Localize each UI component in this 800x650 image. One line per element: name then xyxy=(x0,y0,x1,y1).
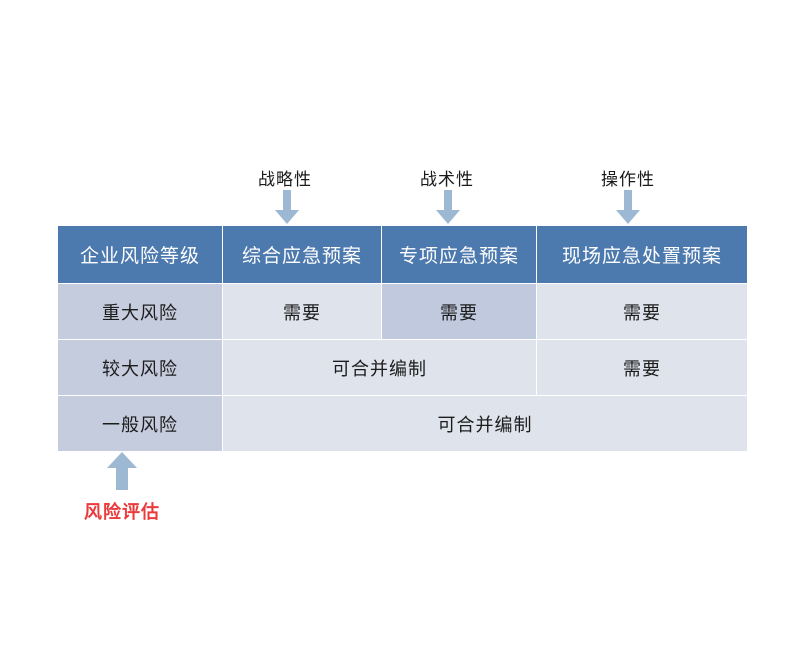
arrow-down-icon-strategic xyxy=(275,190,299,224)
row-header-general-risk: 一般风险 xyxy=(57,395,223,452)
annotation-label-operational: 操作性 xyxy=(601,170,655,190)
table-row: 重大风险 需要 需要 需要 xyxy=(57,283,748,340)
annotation-label-risk-assessment: 风险评估 xyxy=(84,502,160,523)
table-row: 较大风险 可合并编制 需要 xyxy=(57,339,748,396)
cell-major-onsite: 需要 xyxy=(536,283,748,340)
risk-plan-matrix: 企业风险等级 综合应急预案 专项应急预案 现场应急处置预案 重大风险 需要 需要… xyxy=(57,225,748,452)
annotation-label-tactical: 战术性 xyxy=(420,170,474,190)
table-row: 一般风险 可合并编制 xyxy=(57,395,748,452)
arrow-down-icon-operational xyxy=(616,190,640,224)
column-header-risk-level: 企业风险等级 xyxy=(57,225,223,284)
column-header-comprehensive-plan: 综合应急预案 xyxy=(222,225,382,284)
row-header-major-risk: 重大风险 xyxy=(57,283,223,340)
cell-major-comprehensive: 需要 xyxy=(222,283,382,340)
cell-major-special: 需要 xyxy=(381,283,537,340)
cell-general-merged-plan: 可合并编制 xyxy=(222,395,748,452)
row-header-large-risk: 较大风险 xyxy=(57,339,223,396)
annotation-label-strategic: 战略性 xyxy=(258,170,312,190)
cell-large-merged-plan: 可合并编制 xyxy=(222,339,537,396)
arrow-up-icon-risk-assessment xyxy=(107,452,137,490)
arrow-down-icon-tactical xyxy=(436,190,460,224)
column-header-onsite-plan: 现场应急处置预案 xyxy=(536,225,748,284)
cell-large-onsite: 需要 xyxy=(536,339,748,396)
table-header-row: 企业风险等级 综合应急预案 专项应急预案 现场应急处置预案 xyxy=(57,225,748,284)
column-header-special-plan: 专项应急预案 xyxy=(381,225,537,284)
